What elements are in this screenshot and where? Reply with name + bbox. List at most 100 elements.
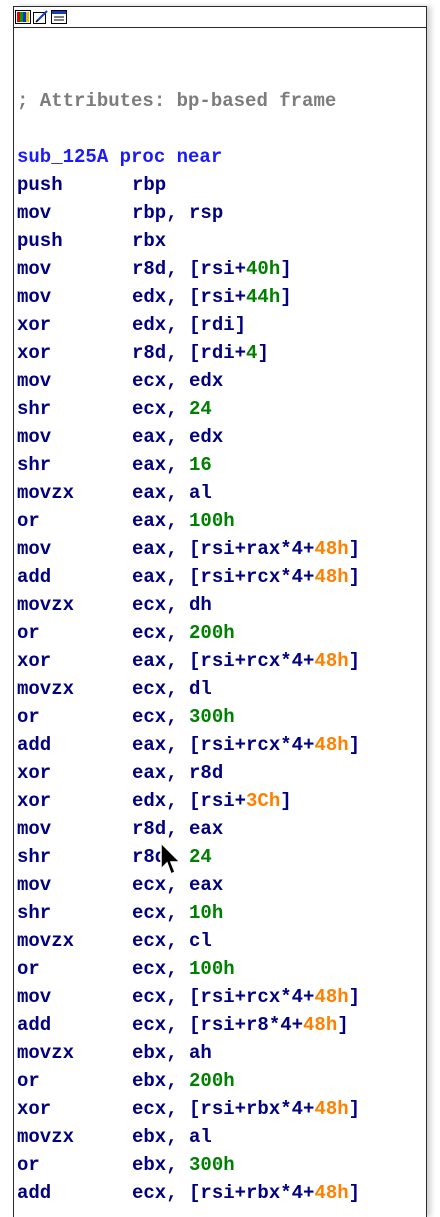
mnemonic: xor	[17, 650, 52, 672]
immediate-value: 100h	[189, 958, 235, 980]
edit-node-icon[interactable]	[33, 10, 49, 24]
operand-suffix: ]	[280, 258, 292, 280]
instruction-line[interactable]: mov rbp, rsp	[17, 199, 223, 227]
operands: ecx, edx	[132, 370, 224, 392]
immediate-value: 300h	[189, 1154, 235, 1176]
instruction-line[interactable]: or ecx, 100h	[17, 955, 235, 983]
mnemonic: add	[17, 734, 52, 756]
mouse-pointer-icon	[160, 842, 182, 876]
operands: ebx, al	[132, 1126, 212, 1148]
instruction-line[interactable]: movzx ecx, dl	[17, 675, 212, 703]
immediate-value: 4	[246, 342, 258, 364]
proc-header[interactable]: sub_125A proc near	[17, 146, 223, 168]
mnemonic: shr	[17, 902, 52, 924]
operands: ecx, [rsi+r8*4+	[132, 1014, 304, 1036]
mnemonic: movzx	[17, 930, 75, 952]
operand-suffix: ]	[348, 538, 361, 560]
operands: ecx, dl	[132, 678, 212, 700]
operands: r8d, [rdi+	[132, 342, 247, 364]
offset-value: 3Ch	[246, 790, 281, 812]
mnemonic: mov	[17, 202, 52, 224]
operands: ecx,	[132, 398, 190, 420]
operands: rbp, rsp	[132, 202, 224, 224]
mnemonic: movzx	[17, 482, 75, 504]
operands: ecx,	[132, 622, 190, 644]
mnemonic: mov	[17, 986, 52, 1008]
mnemonic: add	[17, 1014, 52, 1036]
instruction-line[interactable]: movzx ecx, cl	[17, 927, 212, 955]
mnemonic: shr	[17, 454, 52, 476]
immediate-value: 200h	[189, 1070, 235, 1092]
operand-suffix: ]	[348, 650, 361, 672]
mnemonic: movzx	[17, 1042, 75, 1064]
instruction-line[interactable]: mov r8d, eax	[17, 815, 223, 843]
mnemonic: mov	[17, 818, 52, 840]
mnemonic: mov	[17, 538, 52, 560]
disassembly-graph-node[interactable]: ; Attributes: bp-based frame sub_125A pr…	[13, 6, 427, 1217]
graph-overview-icon[interactable]	[15, 10, 31, 24]
operand-suffix: ]	[348, 734, 361, 756]
operand-suffix: ]	[280, 286, 292, 308]
immediate-value: 300h	[189, 706, 235, 728]
operands: edx, [rdi]	[132, 314, 247, 336]
immediate-value: 10h	[189, 902, 224, 924]
mnemonic: movzx	[17, 678, 75, 700]
instruction-line[interactable]: xor eax, r8d	[17, 759, 223, 787]
mnemonic: xor	[17, 762, 52, 784]
mnemonic: push	[17, 174, 63, 196]
operands: ecx,	[132, 706, 190, 728]
immediate-value: 200h	[189, 622, 235, 644]
operands: r8d, eax	[132, 818, 224, 840]
mnemonic: or	[17, 958, 40, 980]
immediate-value: 44h	[246, 286, 281, 308]
operands: r8d, [rsi+	[132, 258, 247, 280]
operands: ecx,	[132, 958, 190, 980]
operands: ebx,	[132, 1070, 190, 1092]
instruction-line[interactable]: or ebx, 200h	[17, 1067, 235, 1095]
immediate-value: 100h	[189, 510, 235, 532]
mnemonic: mov	[17, 258, 52, 280]
mnemonic: or	[17, 1154, 40, 1176]
operands: eax, [rsi+rcx*4+	[132, 566, 315, 588]
mnemonic: add	[17, 1182, 52, 1204]
node-list-icon[interactable]	[51, 10, 67, 24]
operands: eax, r8d	[132, 762, 224, 784]
operands: ecx, [rsi+rcx*4+	[132, 986, 315, 1008]
offset-value: 48h	[314, 734, 349, 756]
operands: ecx, dh	[132, 594, 212, 616]
operands: ecx, cl	[132, 930, 212, 952]
mnemonic: shr	[17, 398, 52, 420]
mnemonic: or	[17, 1070, 40, 1092]
operands: ecx, [rsi+rbx*4+	[132, 1098, 315, 1120]
mnemonic: add	[17, 566, 52, 588]
